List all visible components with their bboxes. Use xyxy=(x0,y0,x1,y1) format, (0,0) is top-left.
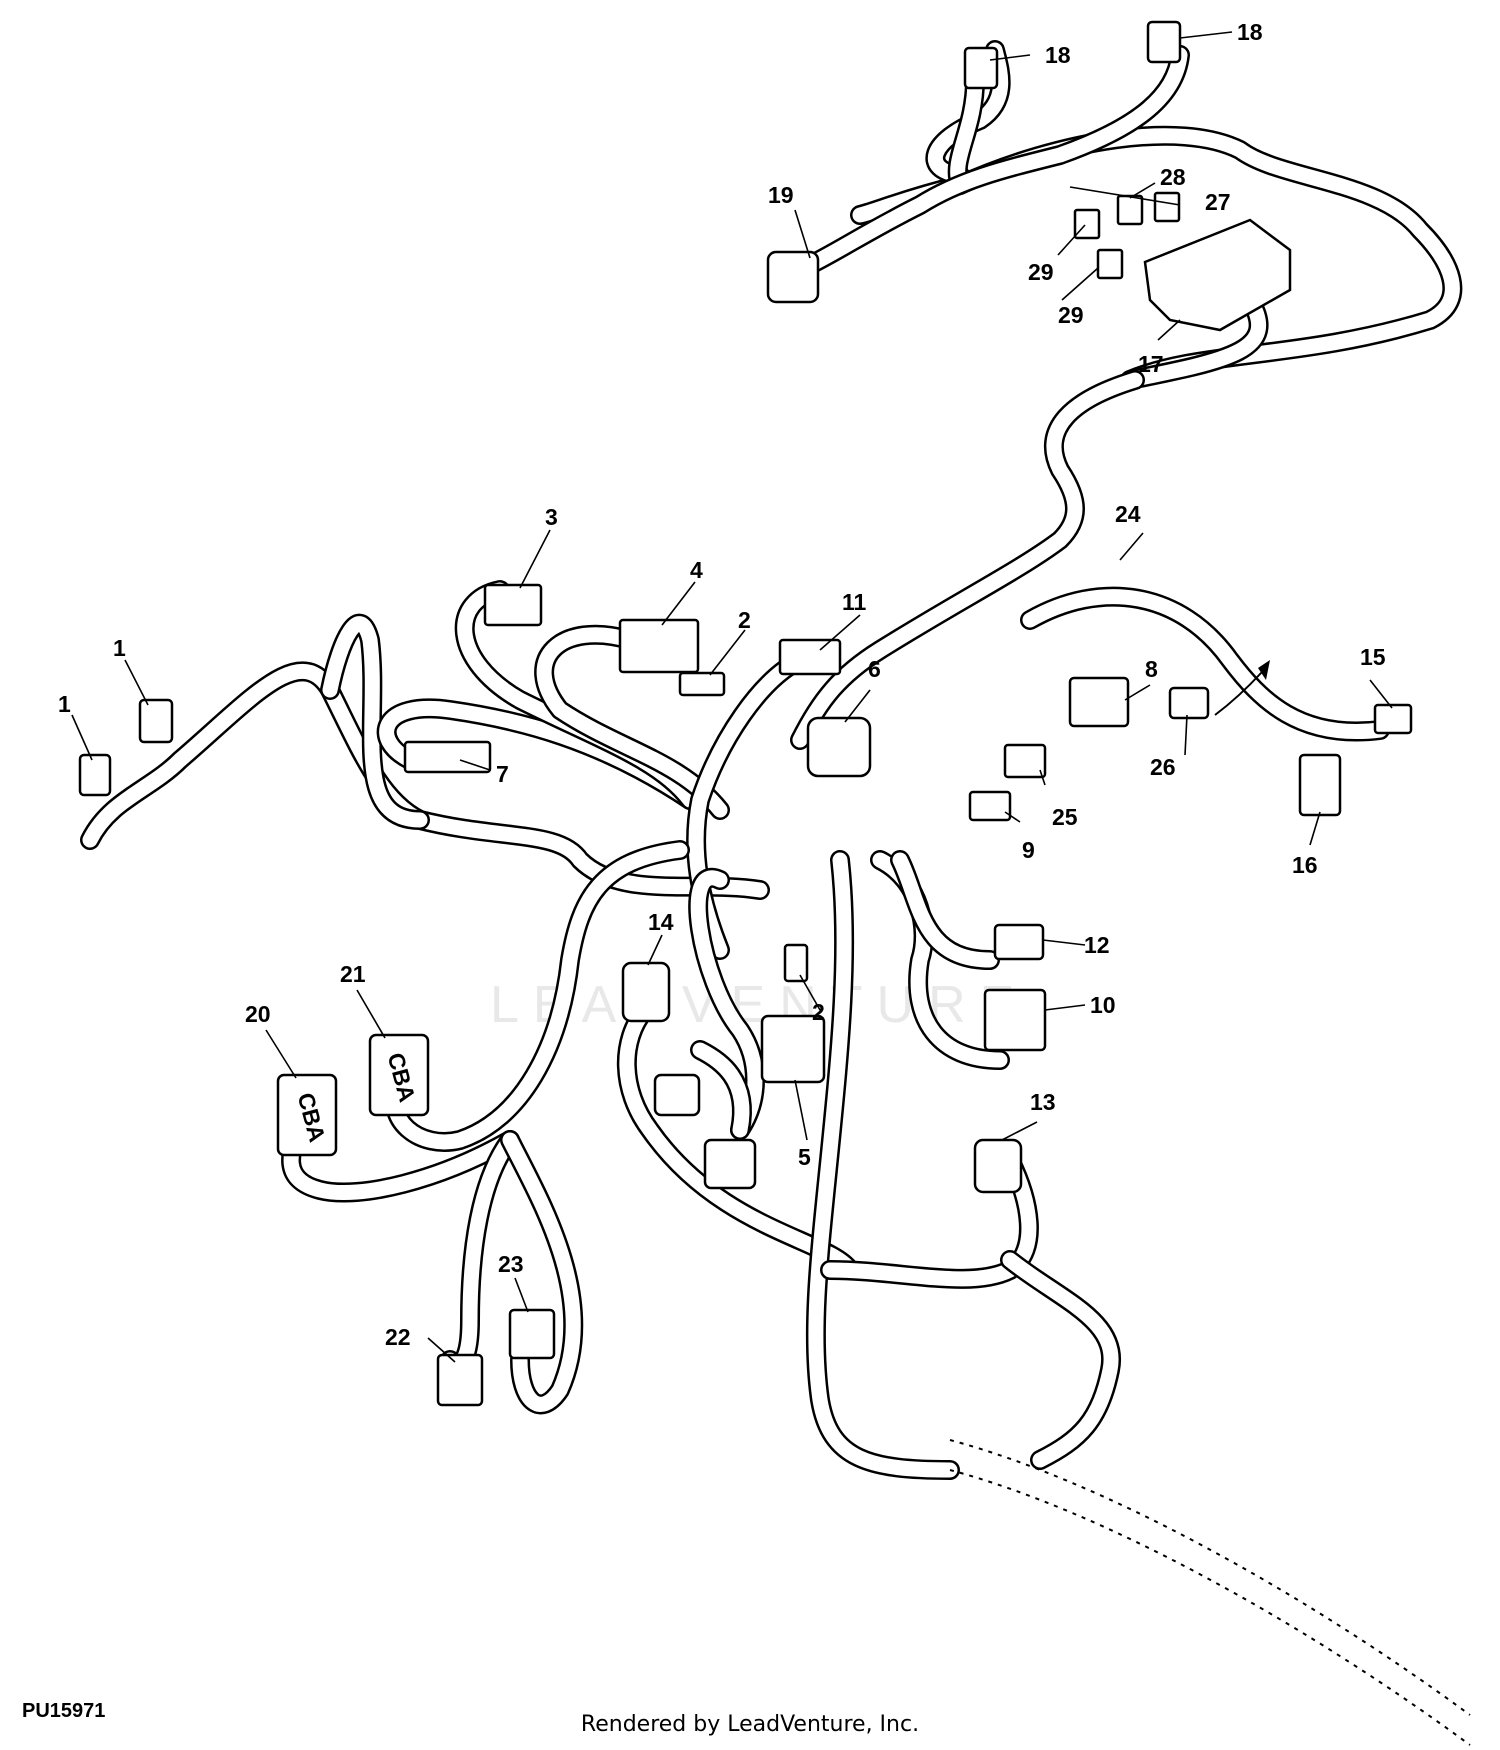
callout-13: 13 xyxy=(1030,1089,1056,1115)
leader-lines xyxy=(71,31,1393,1363)
connector-18a xyxy=(963,46,999,90)
callout-7: 7 xyxy=(496,761,509,787)
callout-17: 17 xyxy=(1138,351,1164,377)
connector-26 xyxy=(1168,686,1210,720)
connector-8 xyxy=(1068,676,1130,728)
connector-12 xyxy=(993,923,1045,961)
connector-5 xyxy=(760,1014,826,1084)
callout-29: 29 xyxy=(1058,302,1084,328)
connector-15 xyxy=(1373,703,1413,735)
connector-16 xyxy=(1298,753,1342,817)
callout-22: 22 xyxy=(385,1324,411,1350)
connector-6 xyxy=(806,716,872,778)
connector-1a xyxy=(78,753,112,797)
connector-11 xyxy=(778,638,842,676)
callout-2: 2 xyxy=(738,607,751,633)
callout-8: 8 xyxy=(1145,656,1158,682)
callout-24: 24 xyxy=(1115,501,1141,527)
callout-23: 23 xyxy=(498,1251,524,1277)
callout-3: 3 xyxy=(545,504,558,530)
fuse-29a xyxy=(1073,208,1101,240)
connector-1b xyxy=(138,698,174,744)
connector-14 xyxy=(621,961,671,1023)
connector-9 xyxy=(968,790,1012,822)
connector-19 xyxy=(766,250,820,304)
fuse-28 xyxy=(1116,194,1144,226)
callout-21: 21 xyxy=(340,961,366,987)
connector-10 xyxy=(983,988,1047,1052)
callout-2: 2 xyxy=(812,999,825,1025)
callout-1: 1 xyxy=(58,691,71,717)
callout-10: 10 xyxy=(1090,992,1116,1018)
harness-wires xyxy=(80,40,1463,1480)
fuse-27 xyxy=(1153,191,1181,223)
connector-5b xyxy=(653,1073,701,1117)
callout-15: 15 xyxy=(1360,644,1386,670)
callout-19: 19 xyxy=(768,182,794,208)
callout-9: 9 xyxy=(1022,837,1035,863)
callout-1: 1 xyxy=(113,635,126,661)
connector-22 xyxy=(436,1353,484,1407)
callouts: 1 1 2 2 3 4 5 6 7 8 9 10 11 12 13 14 15 … xyxy=(58,19,1386,1350)
callout-16: 16 xyxy=(1292,852,1318,878)
connector-18b xyxy=(1146,20,1182,64)
connector-21 xyxy=(368,1033,430,1117)
callout-26: 26 xyxy=(1150,754,1176,780)
callout-6: 6 xyxy=(868,656,881,682)
connector-3 xyxy=(483,583,543,627)
callout-14: 14 xyxy=(648,909,674,935)
harness-tail-dashed xyxy=(949,1469,1471,1746)
callout-11: 11 xyxy=(842,589,867,615)
fuse-29b xyxy=(1096,248,1124,280)
callout-12: 12 xyxy=(1084,932,1110,958)
connector-4 xyxy=(618,618,700,674)
callout-25: 25 xyxy=(1052,804,1078,830)
render-credit: Rendered by LeadVenture, Inc. xyxy=(580,1712,920,1737)
callout-29: 29 xyxy=(1028,259,1054,285)
connector-2b xyxy=(783,943,809,983)
callout-18: 18 xyxy=(1237,19,1263,45)
fuse-block-17 xyxy=(1143,218,1292,332)
callout-18: 18 xyxy=(1045,42,1071,68)
callout-27: 27 xyxy=(1205,189,1231,215)
connector-23 xyxy=(508,1308,556,1360)
connectors xyxy=(78,20,1413,1407)
connector-13 xyxy=(973,1138,1023,1194)
connector-25 xyxy=(1003,743,1047,779)
connector-5c xyxy=(703,1138,757,1190)
callout-28: 28 xyxy=(1160,164,1186,190)
callout-5: 5 xyxy=(798,1144,811,1170)
rotation-arrow xyxy=(1214,671,1263,716)
connector-7 xyxy=(403,740,492,774)
part-code: PU15971 xyxy=(22,1700,106,1722)
connector-2a xyxy=(678,671,726,697)
harness-tail-dashed-b xyxy=(949,1439,1471,1716)
callout-4: 4 xyxy=(690,557,703,583)
callout-20: 20 xyxy=(245,1001,271,1027)
connector-20 xyxy=(276,1073,338,1157)
rotation-arrow-head xyxy=(1258,660,1270,680)
